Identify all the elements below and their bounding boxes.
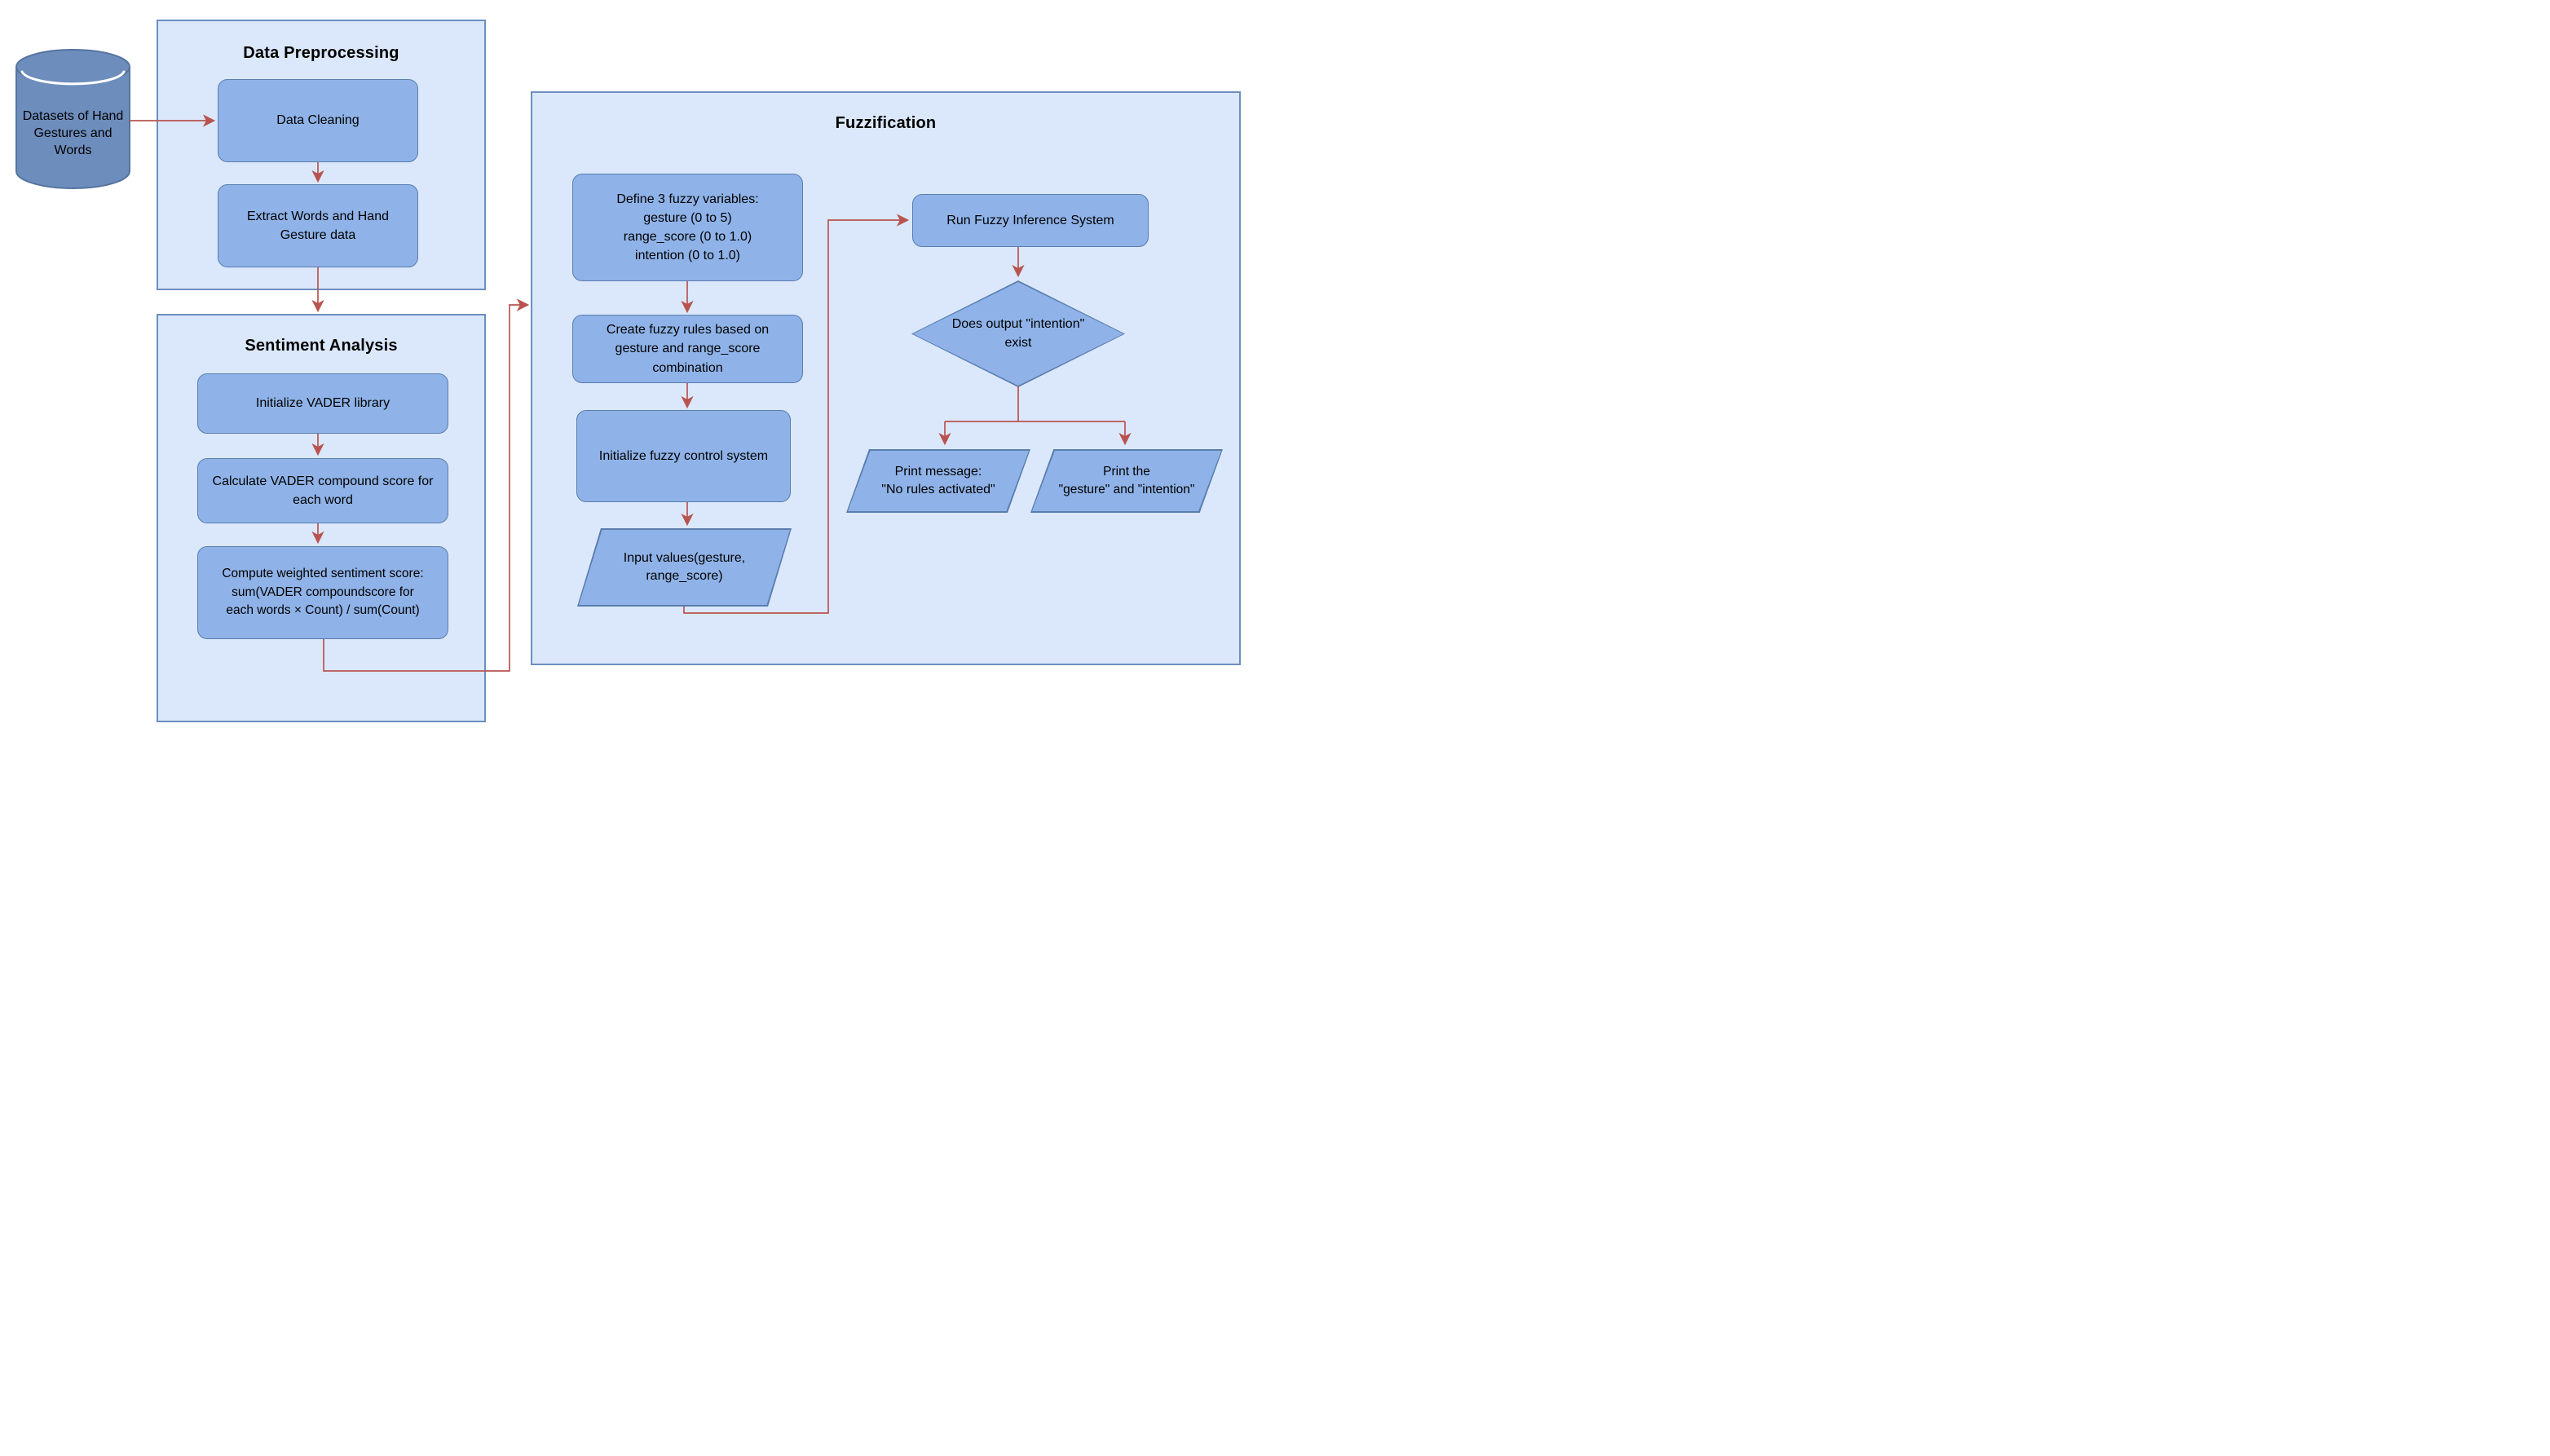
io-input-values: Input values(gesture, range_score) bbox=[577, 528, 792, 607]
io-print-gesture-intention-label: Print the "gesture" and "intention" bbox=[1058, 465, 1195, 496]
decision-intention-exists: Does output "intention" exist bbox=[911, 280, 1125, 387]
decision-intention-label: Does output "intention" exist bbox=[951, 317, 1085, 350]
flowchart-canvas: Datasets of Hand Gestures and Words Data… bbox=[0, 0, 1275, 728]
cylinder-shape-icon bbox=[15, 49, 130, 189]
panel-title-sentiment-analysis: Sentiment Analysis bbox=[245, 337, 398, 355]
process-init-fuzzy-control: Initialize fuzzy control system bbox=[576, 410, 791, 502]
process-init-vader: Initialize VADER library bbox=[197, 373, 448, 434]
panel-data-preprocessing: Data Preprocessing Data Cleaning Extract… bbox=[157, 20, 486, 290]
process-create-fuzzy-rules: Create fuzzy rules based on gesture and … bbox=[572, 315, 803, 383]
process-run-fuzzy-inference: Run Fuzzy Inference System bbox=[912, 194, 1149, 247]
io-print-no-rules-label: Print message: "No rules activated" bbox=[881, 464, 995, 496]
panel-sentiment-analysis: Sentiment Analysis Initialize VADER libr… bbox=[157, 314, 486, 722]
panel-title-data-preprocessing: Data Preprocessing bbox=[243, 44, 399, 62]
panel-fuzzification: Fuzzification Define 3 fuzzy variables: … bbox=[531, 91, 1241, 665]
process-extract-words: Extract Words and Hand Gesture data bbox=[218, 184, 418, 267]
io-print-no-rules: Print message: "No rules activated" bbox=[846, 449, 1030, 513]
process-calc-compound: Calculate VADER compound score for each … bbox=[197, 458, 448, 523]
panel-title-fuzzification: Fuzzification bbox=[835, 114, 937, 132]
process-compute-weighted: Compute weighted sentiment score: sum(VA… bbox=[197, 546, 448, 639]
parallelogram-fill bbox=[1032, 451, 1221, 511]
process-define-fuzzy-variables: Define 3 fuzzy variables: gesture (0 to … bbox=[572, 174, 803, 281]
database-label: Datasets of Hand Gestures and Words bbox=[22, 109, 124, 157]
database-cylinder: Datasets of Hand Gestures and Words bbox=[15, 48, 131, 191]
io-print-gesture-intention: Print the "gesture" and "intention" bbox=[1030, 449, 1223, 513]
process-data-cleaning: Data Cleaning bbox=[218, 79, 418, 162]
io-input-values-label: Input values(gesture, range_score) bbox=[623, 550, 746, 583]
